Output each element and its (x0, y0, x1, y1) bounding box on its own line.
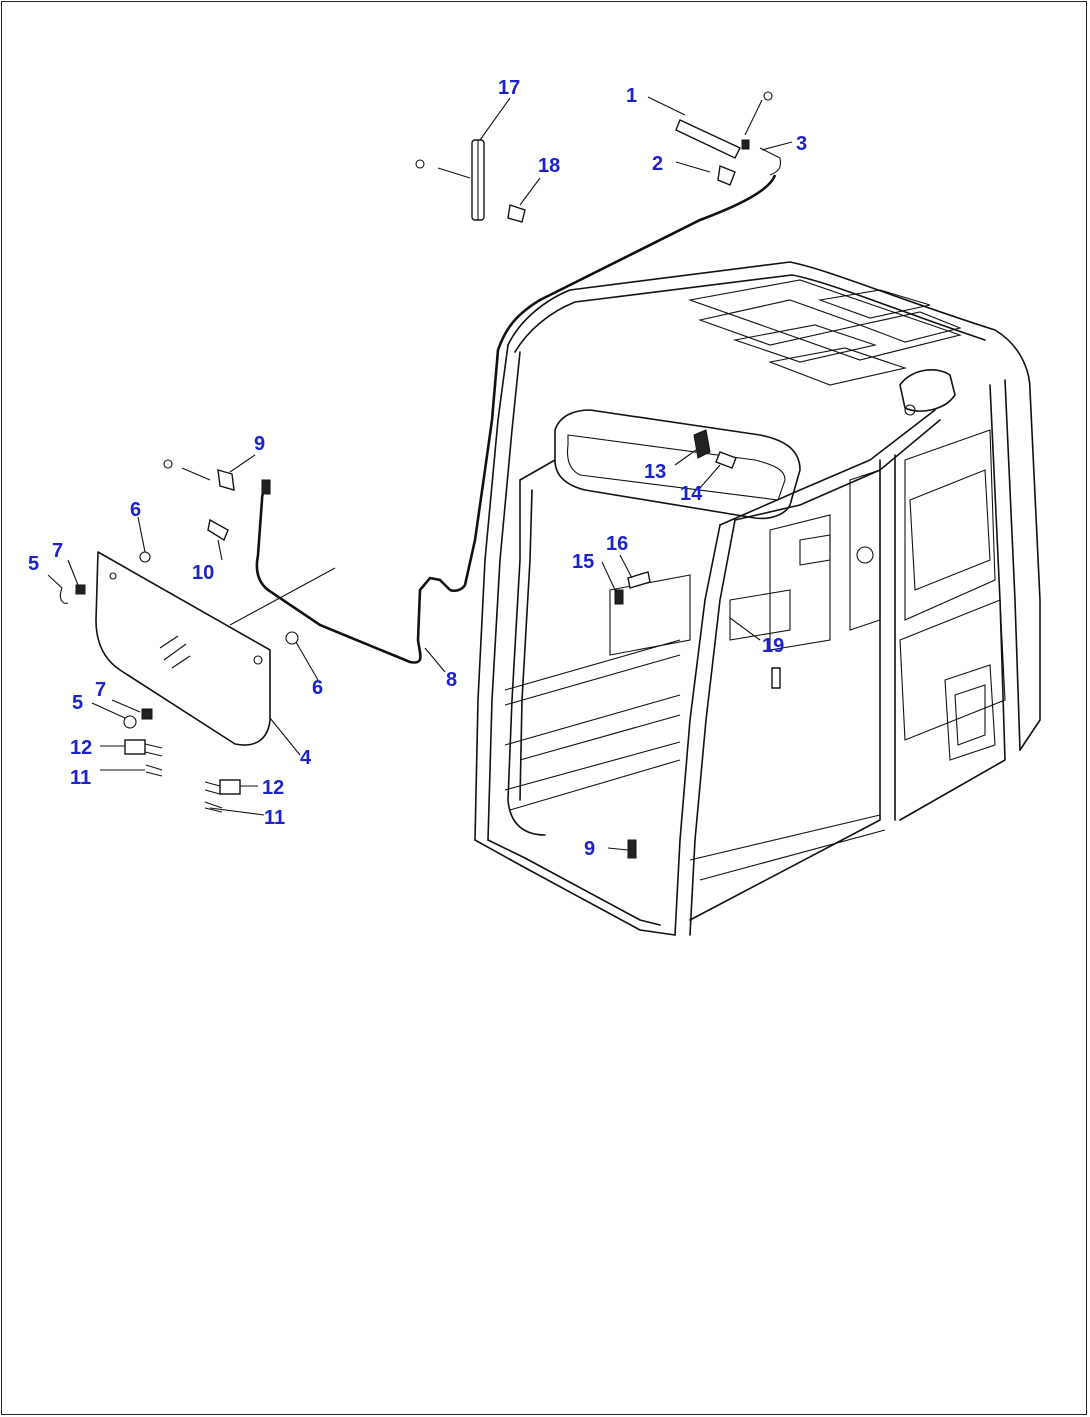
interior-light-assembly (675, 91, 782, 186)
callout-6: 6 (312, 677, 323, 699)
callout-12: 12 (70, 737, 92, 759)
clip-9-lower (627, 839, 637, 859)
callout-11: 11 (70, 767, 91, 789)
callout-4: 4 (300, 747, 312, 769)
grab-handle-17 (415, 139, 526, 223)
callout-6: 6 (130, 499, 141, 521)
callout-9: 9 (254, 433, 265, 455)
callout-10: 10 (192, 562, 214, 584)
callout-7: 7 (52, 540, 63, 562)
fasteners-5-6-7 (59, 584, 299, 729)
callout-15: 15 (572, 551, 594, 573)
clip-19 (771, 667, 781, 689)
side-glass-panel-4 (95, 551, 271, 746)
callout-1: 1 (626, 85, 637, 107)
callout-13: 13 (644, 461, 666, 483)
leader-lines (47, 96, 793, 851)
callout-8: 8 (446, 669, 457, 691)
callout-7: 7 (95, 679, 106, 701)
callout-2: 2 (652, 153, 663, 175)
callout-3: 3 (796, 133, 807, 155)
callout-17: 17 (498, 77, 520, 99)
cab-frame (474, 261, 1041, 936)
callout-18: 18 (538, 155, 560, 177)
bracket-15-16 (614, 571, 651, 605)
roof-latch-13-14 (693, 429, 737, 469)
wire-harness-8 (229, 174, 777, 664)
callout-16: 16 (606, 533, 628, 555)
callout-labels: 1 2 3 4 5 5 6 6 7 7 8 9 9 10 11 11 12 12… (28, 77, 807, 860)
callout-9: 9 (584, 838, 595, 860)
callout-11: 11 (264, 807, 285, 829)
clips-10-11-12 (124, 459, 241, 813)
callout-5: 5 (72, 692, 83, 714)
callout-12: 12 (262, 777, 284, 799)
callout-5: 5 (28, 553, 39, 575)
callout-14: 14 (680, 483, 703, 505)
callout-19: 19 (762, 635, 784, 657)
